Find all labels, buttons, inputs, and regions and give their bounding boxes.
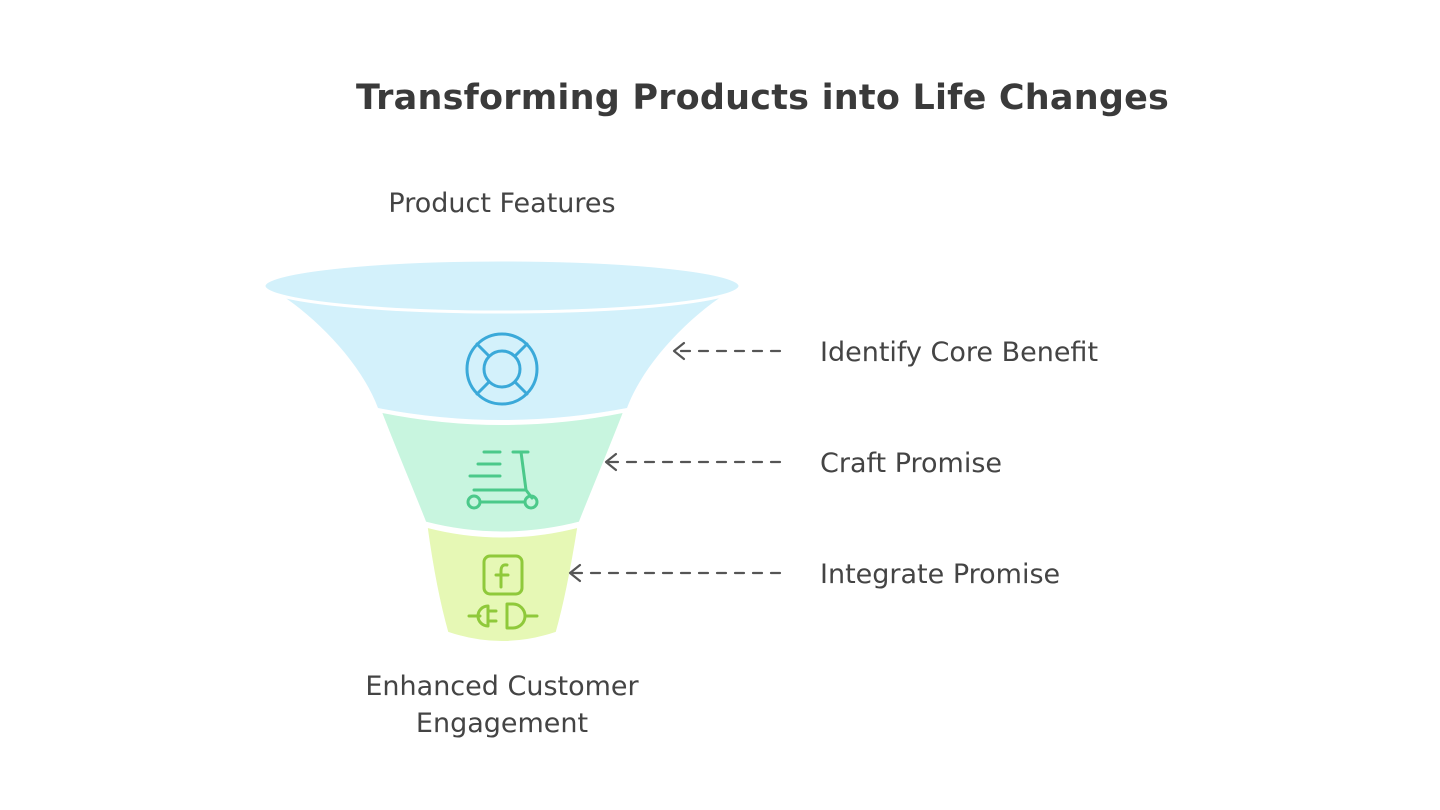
- arrow-craft-promise: [604, 452, 782, 472]
- facebook-plug-icon: [467, 554, 539, 630]
- diagram-title: Transforming Products into Life Changes: [355, 78, 1170, 118]
- funnel-stage-1: [262, 258, 742, 420]
- arrow-integrate-promise: [568, 563, 782, 583]
- electric-scooter-icon: [466, 450, 539, 510]
- funnel-bottom-label: Enhanced Customer Engagement: [262, 668, 742, 742]
- funnel-top-label: Product Features: [388, 188, 616, 219]
- funnel-bottom-label-line2: Engagement: [415, 708, 589, 739]
- lifebuoy-icon: [465, 332, 539, 406]
- step-label-craft-promise: Craft Promise: [820, 448, 1003, 479]
- step-label-identify-core-benefit: Identify Core Benefit: [820, 337, 1099, 368]
- funnel-stage-2: [377, 408, 628, 535]
- funnel-bottom-label-line1: Enhanced Customer: [365, 671, 639, 702]
- step-label-integrate-promise: Integrate Promise: [820, 559, 1061, 590]
- arrow-identify-core-benefit: [672, 341, 782, 361]
